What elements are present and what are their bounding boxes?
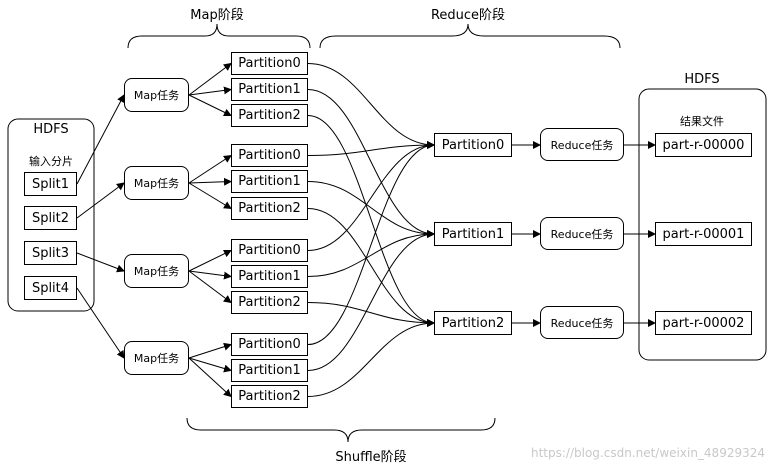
map-to-partition-arrow	[188, 182, 232, 210]
map-to-partition-arrow	[188, 62, 232, 96]
map-to-partition-arrow	[188, 86, 232, 96]
watermark-text: https://blog.csdn.net/weixin_48929324	[530, 446, 765, 460]
reduce-partition-box: Partition2	[434, 311, 512, 335]
map-partition-box: Partition0	[231, 52, 308, 75]
map-partition-box: Partition0	[231, 333, 308, 356]
split-box: Split1	[24, 172, 77, 196]
shuffle-stage-label: Shuffle阶段	[335, 450, 407, 465]
split-to-map-arrow	[76, 182, 125, 219]
input-hdfs-container	[7, 118, 95, 312]
shuffle-edge	[307, 63, 435, 149]
split-to-map-arrow	[76, 252, 125, 273]
map-partition-box: Partition2	[231, 197, 308, 220]
shuffle-edge	[307, 141, 435, 156]
map-partition-box: Partition0	[231, 144, 308, 167]
shuffle-edge	[307, 208, 435, 327]
split-box: Split4	[24, 276, 77, 300]
input-splits-label: 输入分片	[29, 155, 73, 168]
reduce-task-node: Reduce任务	[540, 217, 624, 250]
edges	[76, 62, 656, 398]
split-box: Split3	[24, 241, 77, 265]
output-files-label: 结果文件	[680, 115, 724, 128]
split-box: Split2	[24, 206, 77, 230]
reduce-task-node: Reduce任务	[540, 128, 624, 161]
map-partition-box: Partition1	[231, 265, 308, 288]
map-task-node: Map任务	[124, 78, 189, 112]
map-to-partition-arrow	[188, 154, 232, 184]
reduce-stage-brace	[319, 23, 621, 49]
map-partition-box: Partition1	[231, 170, 308, 193]
input-hdfs-title: HDFS	[33, 122, 69, 137]
map-partition-box: Partition0	[231, 239, 308, 262]
map-to-partition-arrow	[188, 177, 232, 186]
shuffle-edge	[307, 89, 435, 238]
map-to-partition-arrow	[188, 357, 232, 398]
map-task-node: Map任务	[124, 341, 189, 375]
output-file-box: part-r-00002	[655, 311, 752, 335]
split-to-map-arrow	[76, 287, 125, 359]
shuffle-edge	[307, 319, 435, 397]
output-hdfs-container	[638, 88, 767, 361]
output-file-box: part-r-00000	[655, 133, 752, 157]
shuffle-edge	[307, 230, 435, 277]
map-partition-box: Partition2	[231, 291, 308, 314]
reduce-partition-box: Partition0	[434, 133, 512, 157]
output-hdfs-title: HDFS	[684, 72, 720, 87]
split-to-map-arrow	[76, 94, 125, 185]
reduce-partition-box: Partition1	[434, 222, 512, 246]
shuffle-edge	[307, 181, 435, 238]
map-to-partition-arrow	[188, 270, 232, 304]
map-task-node: Map任务	[124, 166, 189, 200]
map-partition-box: Partition1	[231, 359, 308, 382]
map-partition-box: Partition1	[231, 78, 308, 101]
reduce-stage-label: Reduce阶段	[430, 8, 506, 23]
map-stage-brace	[127, 23, 311, 49]
reduce-task-node: Reduce任务	[540, 306, 624, 339]
shuffle-edge	[307, 115, 435, 327]
map-to-partition-arrow	[188, 342, 232, 359]
shuffle-stage-brace	[186, 417, 496, 443]
map-to-partition-arrow	[188, 94, 232, 117]
map-partition-box: Partition2	[231, 104, 308, 127]
shuffle-edge	[307, 230, 435, 371]
map-stage-label: Map阶段	[190, 8, 244, 23]
shuffle-edge	[307, 141, 435, 345]
map-partition-box: Partition2	[231, 385, 308, 408]
map-to-partition-arrow	[188, 357, 232, 373]
shuffle-edge	[307, 141, 435, 251]
map-to-partition-arrow	[188, 249, 232, 272]
map-task-node: Map任务	[124, 254, 189, 288]
map-to-partition-arrow	[188, 270, 232, 280]
output-file-box: part-r-00001	[655, 222, 752, 246]
shuffle-edge	[307, 302, 435, 327]
